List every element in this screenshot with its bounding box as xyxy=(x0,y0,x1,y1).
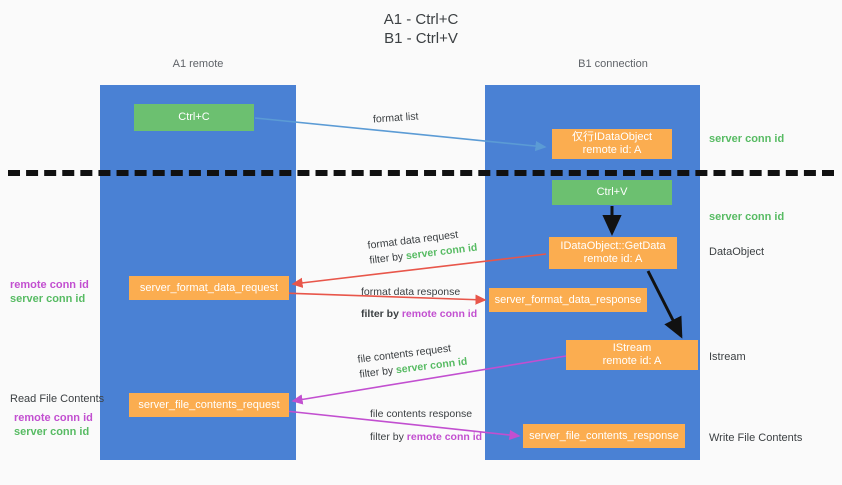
box-server-file-contents-request[interactable]: server_file_contents_request xyxy=(129,393,289,417)
note-file-contents-response-title: file contents response xyxy=(370,408,473,420)
filter-prefix: filter by xyxy=(370,431,407,443)
label-write-file-contents: Write File Contents xyxy=(709,432,803,444)
box-server-format-data-response[interactable]: server_format_data_response xyxy=(489,288,647,312)
label-istream: Istream xyxy=(709,351,746,363)
label-remote-conn-id-bottom: remote conn id xyxy=(14,412,93,424)
note-format-list: format list xyxy=(373,109,419,126)
label-group-conn-ids-mid: remote conn id server conn id xyxy=(10,278,89,306)
filter-value-remote-conn-id: remote conn id xyxy=(401,308,478,320)
box-idataobject-getdata[interactable]: IDataObject::GetData remote id: A xyxy=(549,237,677,269)
box-ctrl-c[interactable]: Ctrl+C xyxy=(134,104,254,131)
label-group-conn-ids-bottom: remote conn id server conn id xyxy=(14,411,93,439)
divider-dashed-line xyxy=(8,170,834,176)
box-idataobject[interactable]: 仅行IDataObject remote id: A xyxy=(552,129,672,159)
note-file-contents-response: file contents response filter by remote … xyxy=(370,407,540,444)
column-header-a1: A1 remote xyxy=(172,58,224,70)
filter-prefix: filter by xyxy=(368,250,407,267)
label-read-file-contents: Read File Contents xyxy=(10,393,105,405)
box-istream[interactable]: IStream remote id: A xyxy=(566,340,698,370)
label-remote-conn-id-mid: remote conn id xyxy=(10,279,89,291)
label-server-conn-id-left-mid: server conn id xyxy=(10,293,86,305)
box-ctrl-v[interactable]: Ctrl+V xyxy=(552,180,672,205)
note-format-data-response-filter: filter by remote conn id xyxy=(361,307,531,321)
label-server-conn-id-left-bottom: server conn id xyxy=(14,426,90,438)
note-file-contents-response-filter: filter by remote conn id xyxy=(370,430,540,444)
note-format-data-response-title: format data response xyxy=(361,286,461,298)
filter-prefix: filter by xyxy=(358,364,397,381)
box-server-format-data-request[interactable]: server_format_data_request xyxy=(129,276,289,300)
filter-prefix: filter by xyxy=(361,308,402,320)
box-server-file-contents-response[interactable]: server_file_contents_response xyxy=(523,424,685,448)
filter-value-remote-conn-id: remote conn id xyxy=(406,431,483,443)
label-server-conn-id-mid: server conn id xyxy=(709,211,785,223)
page-title: A1 - Ctrl+C B1 - Ctrl+V xyxy=(383,11,459,47)
note-format-list-text: format list xyxy=(372,110,419,126)
label-dataobject: DataObject xyxy=(709,246,765,258)
note-format-data-response: format data response filter by remote co… xyxy=(361,285,531,321)
column-header-b1: B1 connection xyxy=(578,58,648,70)
label-server-conn-id-top: server conn id xyxy=(709,133,785,145)
